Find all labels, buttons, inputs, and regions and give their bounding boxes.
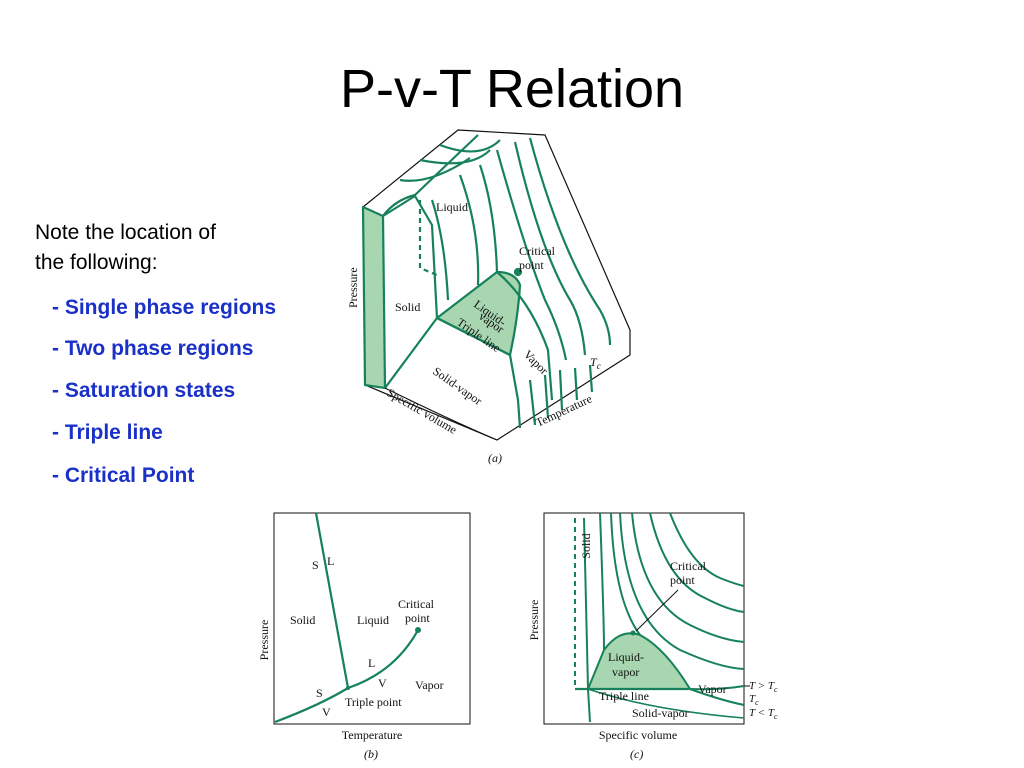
label-s-top-b: S: [312, 558, 319, 572]
vaporization-curve: [347, 629, 419, 690]
label-tc-a: Tc: [590, 355, 601, 371]
critical-pointer-c: [635, 589, 679, 632]
label-specific-volume-c: Specific volume: [599, 728, 677, 742]
front-edge-3: [384, 387, 498, 441]
label-critical-1-c: Critical: [670, 559, 707, 573]
label-liquid-vapor-1-c: Liquid-: [608, 650, 644, 664]
note-line-2: the following:: [35, 251, 158, 274]
surface-line-5: [458, 174, 480, 286]
liquid-vapor-region: [435, 270, 522, 357]
frame-b: [273, 512, 471, 725]
bullet-saturation: - Saturation states: [52, 379, 236, 402]
fusion-curve: [314, 512, 350, 689]
label-l-top-b: L: [327, 554, 334, 568]
isotherm-2: [610, 512, 641, 636]
bullet-triple-line: - Triple line: [52, 421, 163, 444]
label-liquid-b: Liquid: [357, 613, 389, 627]
diagram-b: [273, 512, 471, 725]
caption-c: (c): [630, 747, 643, 761]
caption-a: (a): [488, 451, 502, 465]
diagram-b-labels: S L Solid Liquid Critical point L V Vapo…: [257, 554, 444, 761]
critical-point-c: [630, 630, 636, 636]
isotherm-3: [619, 512, 745, 670]
label-vapor-b: Vapor: [415, 678, 444, 692]
liquid-vapor-dome: [586, 632, 692, 690]
label-solid-b: Solid: [290, 613, 315, 627]
surface-line-9: [528, 137, 612, 346]
label-critical-1-a: Critical: [519, 244, 556, 258]
surface-line-11: [439, 139, 501, 153]
label-l-mid-b: L: [368, 656, 375, 670]
label-triple-line-c: Triple line: [599, 689, 649, 703]
surface-line-6: [478, 164, 499, 273]
label-critical-1-b: Critical: [398, 597, 435, 611]
bullet-single-phase: - Single phase regions: [52, 296, 277, 319]
bullet-critical-point: - Critical Point: [52, 464, 195, 487]
surface-line-7: [495, 149, 568, 361]
label-solid-vapor-c: Solid-vapor: [632, 706, 689, 720]
diagram-c-labels: Solid Critical point Liquid- vapor Vapor…: [527, 533, 778, 761]
isotherm-4: [631, 512, 745, 643]
label-pressure-c: Pressure: [527, 600, 541, 641]
label-solid-a: Solid: [395, 300, 420, 314]
diagram-c: [543, 512, 750, 725]
surface-line-8: [513, 141, 587, 356]
label-triple-point-b: Triple point: [345, 695, 402, 709]
note-text: Note the location of the following:: [35, 218, 216, 278]
slide-title: P-v-T Relation: [339, 59, 685, 119]
label-pressure-b: Pressure: [257, 620, 271, 661]
label-vapor-c: Vapor: [698, 682, 727, 696]
surface-line-3: [382, 194, 439, 319]
solid-face: [361, 205, 387, 390]
sublimation-curve: [274, 687, 349, 724]
diagram-a: [361, 129, 631, 441]
label-liquid-a: Liquid: [436, 200, 468, 214]
critical-point-a: [513, 267, 523, 277]
surface-line-2: [414, 134, 479, 196]
label-t-lt-tc: T < Tc: [749, 707, 778, 721]
isotherm-5: [649, 512, 745, 613]
label-s-bot-b: S: [316, 686, 323, 700]
label-v-bot-b: V: [322, 705, 331, 719]
label-pressure-a: Pressure: [346, 267, 360, 308]
vapor-lines: [528, 364, 594, 426]
label-critical-2-b: point: [405, 611, 430, 625]
label-solid-c: Solid: [579, 533, 593, 558]
label-liquid-vapor-2-c: vapor: [612, 665, 639, 679]
caption-b: (b): [364, 747, 378, 761]
front-edge-2: [436, 317, 522, 429]
bullet-two-phase: - Two phase regions: [52, 337, 254, 360]
isotherm-1: [599, 512, 605, 651]
label-v-mid-b: V: [378, 676, 387, 690]
surface-line-4: [430, 199, 450, 301]
isotherm-low: [689, 688, 745, 706]
surface-line-12: [399, 157, 471, 182]
label-temperature-b: Temperature: [342, 728, 402, 742]
note-line-1: Note the location of: [35, 221, 216, 244]
isotherm-tc: [689, 685, 745, 691]
dashed-boundary: [418, 200, 438, 277]
label-t-eq-tc: Tc: [749, 693, 759, 707]
isotherm-6: [669, 512, 745, 587]
label-critical-2-a: point: [519, 258, 544, 272]
front-edge-1: [384, 317, 438, 389]
critical-isotherm: [496, 271, 554, 401]
critical-point-b: [415, 627, 421, 633]
solid-vapor-line: [587, 688, 745, 719]
label-t-gt-tc: T > Tc: [749, 680, 778, 694]
triple-point-b: [346, 686, 350, 690]
label-critical-2-c: point: [670, 573, 695, 587]
